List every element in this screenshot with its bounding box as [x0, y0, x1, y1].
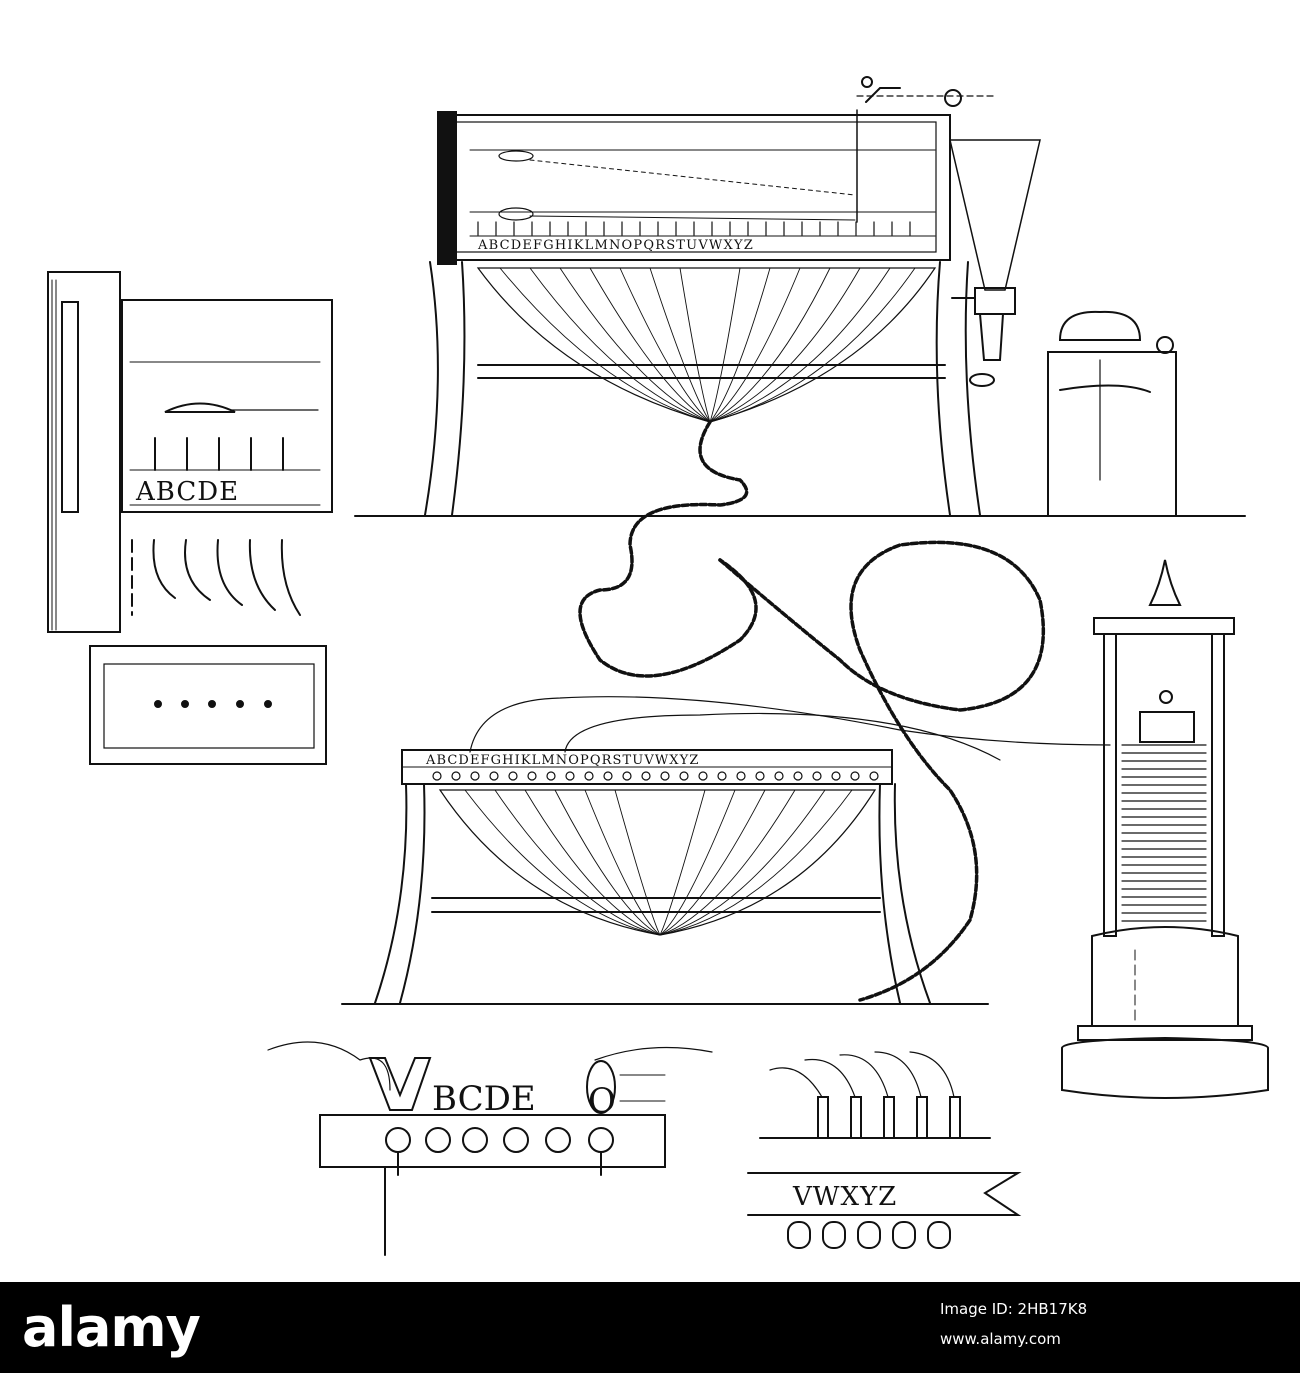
left-detail — [47, 271, 333, 765]
bottom-left-end-letter: O — [588, 1081, 616, 1121]
telegraph-engraving: ABCDEFGHIKLMNOPQRSTUVWXYZ ABCDE ABCDEFGH… — [47, 76, 1269, 1256]
bottom-left-letters: BCDE — [432, 1079, 536, 1119]
battery-pile — [1061, 559, 1269, 1099]
bottom-right-detail — [747, 1051, 1022, 1249]
site-url-text: www.alamy.com — [940, 1330, 1061, 1348]
alamy-logo: alamy — [22, 1296, 201, 1359]
left-detail-letters: ABCDE — [135, 477, 239, 507]
bottom-left-detail — [267, 1041, 713, 1256]
image-id-text: Image ID: 2HB17K8 — [940, 1300, 1088, 1318]
lower-alphabet-label: ABCDEFGHIKLMNOPQRSTUVWXYZ — [425, 753, 699, 768]
upper-apparatus — [424, 76, 1177, 517]
bottom-right-letters: VWXYZ — [792, 1182, 897, 1212]
lower-apparatus — [374, 696, 1111, 1004]
watermark-bar — [0, 1282, 1300, 1373]
upper-alphabet-label: ABCDEFGHIKLMNOPQRSTUVWXYZ — [477, 238, 754, 253]
cable-loops — [578, 420, 1046, 1002]
